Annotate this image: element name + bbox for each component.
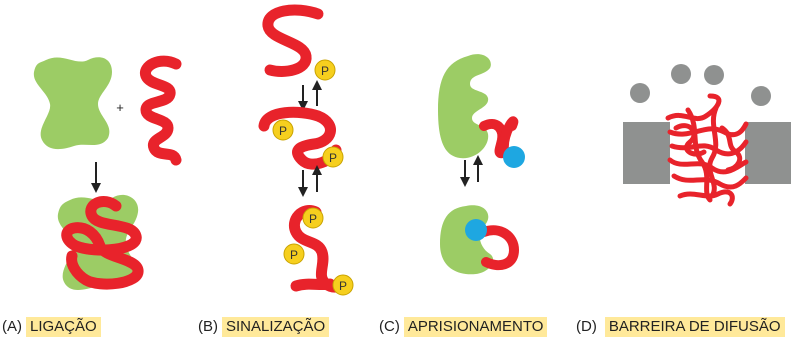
idp-state-3-tail	[290, 278, 336, 292]
svg-text:P: P	[279, 124, 287, 138]
caption-d: (D) BARREIRA DE DIFUSÃO	[576, 317, 785, 337]
caption-letter: (B)	[198, 318, 218, 335]
diffusing-particle	[630, 83, 650, 103]
tethered-idp-loop	[479, 225, 520, 271]
idp-state-1	[262, 4, 324, 77]
caption-letter: (D)	[576, 318, 597, 335]
diffusing-particle	[704, 65, 724, 85]
plus-sign: +	[116, 100, 124, 115]
caption-letter: (C)	[379, 318, 400, 335]
caption-c: (C)APRISIONAMENTO	[379, 317, 548, 337]
captured-ligand	[465, 219, 487, 241]
idp-mesh	[665, 93, 749, 207]
svg-text:P: P	[321, 64, 329, 78]
membrane-block-left	[623, 122, 670, 184]
phosphate-group: P	[332, 274, 354, 296]
svg-text:P: P	[329, 151, 337, 165]
membrane-block-right	[745, 122, 791, 184]
wrapped-idp-chain	[61, 196, 144, 290]
unfolded-idp-chain	[140, 55, 182, 166]
svg-text:P: P	[290, 248, 298, 262]
svg-text:P: P	[309, 212, 317, 226]
phosphate-group: P	[314, 59, 336, 81]
caption-letter: (A)	[2, 318, 22, 335]
panel-b-signaling: P P P P P P	[258, 4, 354, 296]
folded-partner-protein	[33, 57, 112, 150]
tethered-idp-arc	[498, 116, 519, 155]
diffusing-particle	[751, 86, 771, 106]
caption-b: (B)SINALIZAÇÃO	[198, 317, 330, 337]
panel-d-diffusion-barrier	[623, 64, 791, 207]
free-ligand	[503, 146, 525, 168]
caption-label: BARREIRA DE DIFUSÃO	[604, 317, 785, 337]
panel-c-tethering	[438, 54, 525, 275]
svg-text:P: P	[339, 279, 347, 293]
diffusing-particle	[671, 64, 691, 84]
scaffold-protein-open	[438, 54, 491, 159]
caption-a: (A)LIGAÇÃO	[2, 317, 101, 337]
caption-label: SINALIZAÇÃO	[222, 317, 330, 337]
phosphate-group: P	[272, 119, 294, 141]
phosphate-group: P	[322, 146, 344, 168]
idp-state-2	[258, 106, 342, 170]
caption-label: LIGAÇÃO	[26, 317, 101, 337]
phosphate-group: P	[302, 207, 324, 229]
phosphate-group: P	[283, 243, 305, 265]
panel-a-binding: +	[33, 55, 182, 290]
caption-label: APRISIONAMENTO	[403, 317, 548, 337]
